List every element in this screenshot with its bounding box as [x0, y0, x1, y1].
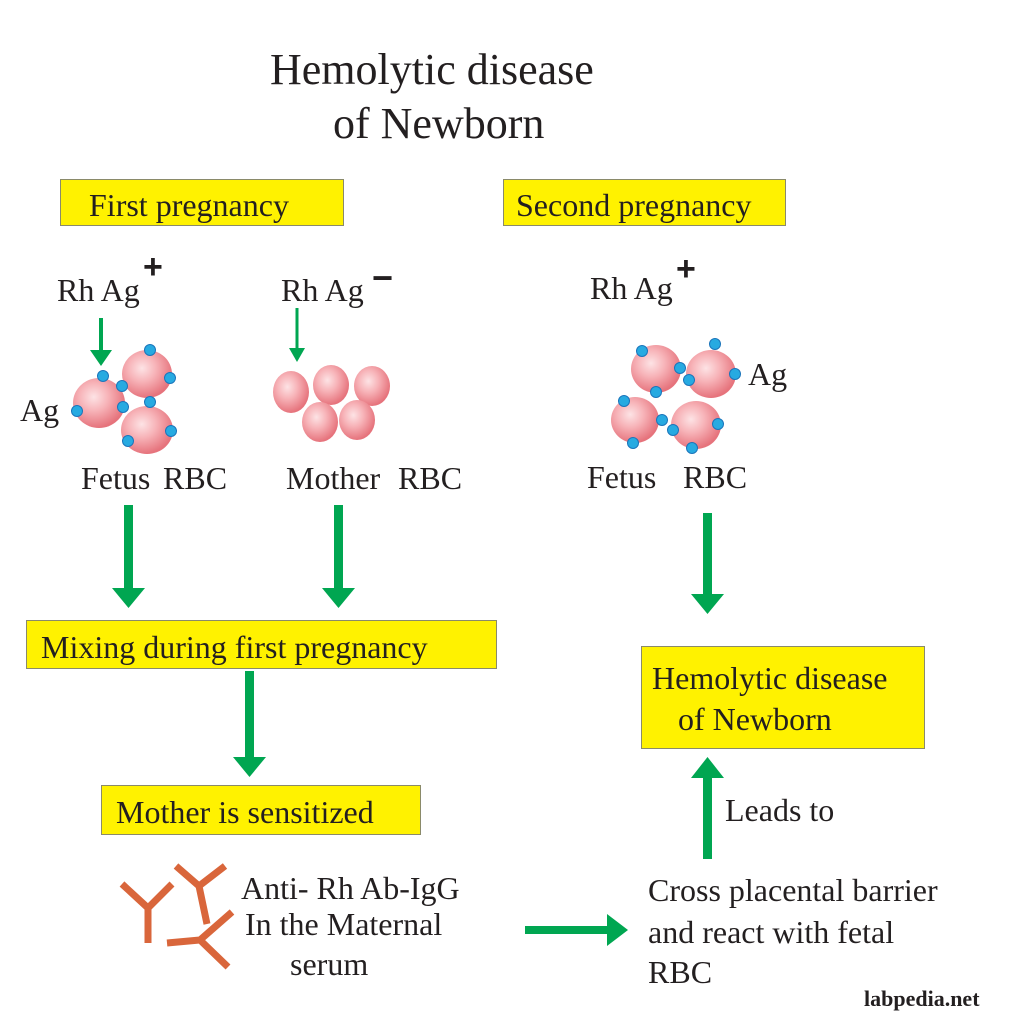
antigen-dot-icon: [627, 437, 639, 449]
red-blood-cell-icon: [313, 365, 349, 405]
antigen-dot-icon: [683, 374, 695, 386]
red-blood-cell-icon: [671, 401, 721, 449]
second-pregnancy-header-label: Second pregnancy: [516, 187, 752, 223]
red-blood-cell-icon: [121, 406, 173, 454]
green-arrow-icon: [322, 505, 355, 608]
mother-rh-sign: −: [372, 257, 394, 298]
antigen-dot-icon: [656, 414, 668, 426]
red-blood-cell-icon: [354, 366, 390, 406]
hdn-result-line-2: of Newborn: [678, 701, 832, 737]
green-arrow-icon: [112, 505, 145, 608]
antigen-dot-icon: [712, 418, 724, 430]
antigen-dot-icon: [122, 435, 134, 447]
fetus-rbc-cluster: [71, 344, 177, 454]
antigen-dot-icon: [116, 380, 128, 392]
antigen-dot-icon: [165, 425, 177, 437]
red-blood-cell-icon: [73, 378, 125, 428]
y-antibody-icon: [166, 909, 235, 970]
mother-rbc-cluster: [273, 365, 390, 442]
sensitized-label: Mother is sensitized: [116, 794, 374, 830]
mixing-box: Mixing during first pregnancy: [26, 620, 497, 669]
green-arrow-icon: [233, 671, 266, 777]
y-antibody-icon: [173, 863, 228, 925]
mother-thin-arrow: [289, 308, 305, 362]
antigen-dot-icon: [164, 372, 176, 384]
second-fetus-rh-label: Rh Ag: [590, 270, 673, 306]
mother-rbc-caption-word: Mother: [286, 460, 381, 496]
mother-rh-label: Rh Ag: [281, 272, 364, 308]
antigen-dot-icon: [117, 401, 129, 413]
fetus-thin-arrow: [90, 318, 112, 366]
second-fetus-rh-sign: +: [676, 250, 696, 288]
antibody-line-3: serum: [290, 946, 369, 982]
antigen-dot-icon: [667, 424, 679, 436]
hdn-result-box: Hemolytic disease of Newborn: [641, 646, 925, 749]
sensitized-box: Mother is sensitized: [101, 785, 421, 835]
fetus-rbc-caption-rbc: RBC: [163, 460, 228, 496]
red-blood-cell-icon: [122, 350, 172, 398]
hdn-result-line-1: Hemolytic disease: [652, 660, 888, 696]
first-pregnancy-header-label: First pregnancy: [89, 187, 289, 223]
antigen-dot-icon: [636, 345, 648, 357]
antigen-dot-icon: [686, 442, 698, 454]
mixing-label: Mixing during first pregnancy: [41, 629, 428, 665]
watermark: labpedia.net: [864, 986, 980, 1011]
red-blood-cell-icon: [686, 350, 736, 398]
cross-line-3: RBC: [648, 954, 713, 990]
first-pregnancy-header: First pregnancy: [60, 179, 344, 226]
antigen-dot-icon: [729, 368, 741, 380]
antigen-dot-icon: [618, 395, 630, 407]
red-blood-cell-icon: [631, 345, 681, 393]
antigen-dot-icon: [71, 405, 83, 417]
title-line-1: Hemolytic disease: [270, 45, 594, 94]
green-arrow-icon: [691, 757, 724, 859]
fetus-ag-label: Ag: [20, 392, 60, 428]
green-arrow-icon: [525, 914, 628, 946]
cross-line-1: Cross placental barrier: [648, 872, 938, 908]
title-line-2: of Newborn: [333, 99, 545, 148]
antigen-dot-icon: [144, 396, 156, 408]
antigen-dot-icon: [650, 386, 662, 398]
second-fetus-rbc-cluster: [611, 338, 741, 454]
red-blood-cell-icon: [339, 400, 375, 440]
fetus-rbc-caption-word: Fetus: [81, 460, 151, 496]
red-blood-cell-icon: [273, 371, 309, 413]
mother-rbc-caption-rbc: RBC: [398, 460, 463, 496]
antigen-dot-icon: [97, 370, 109, 382]
antibody-line-2: In the Maternal: [245, 906, 443, 942]
red-blood-cell-icon: [302, 402, 338, 442]
antigen-dot-icon: [674, 362, 686, 374]
antigen-dot-icon: [144, 344, 156, 356]
green-arrow-icon: [691, 513, 724, 614]
cross-line-2: and react with fetal: [648, 914, 895, 950]
second-fetus-rbc-caption-rbc: RBC: [683, 459, 748, 495]
antibody-line-1: Anti- Rh Ab-IgG: [241, 870, 460, 906]
fetus-rh-sign: +: [143, 248, 163, 286]
red-blood-cell-icon: [611, 397, 659, 443]
second-pregnancy-header: Second pregnancy: [503, 179, 786, 226]
y-antibody-icon: [119, 881, 175, 943]
fetus-rh-label: Rh Ag: [57, 272, 140, 308]
antigen-dot-icon: [709, 338, 721, 350]
second-fetus-rbc-caption-word: Fetus: [587, 459, 657, 495]
leads-to-label: Leads to: [725, 792, 835, 828]
second-fetus-ag-label: Ag: [748, 356, 788, 392]
